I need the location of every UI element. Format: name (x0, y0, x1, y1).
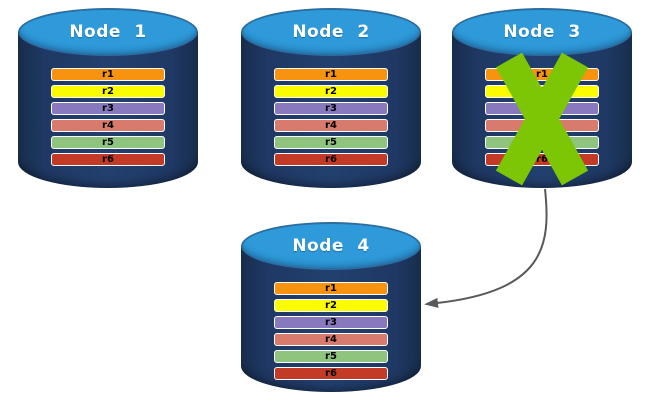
replica-label: r5 (102, 136, 114, 148)
replica-row: r1 (274, 68, 388, 81)
replica-label: r4 (325, 119, 337, 131)
replica-row: r1 (51, 68, 165, 81)
replica-label: r6 (102, 153, 114, 165)
replica-label: r2 (325, 299, 337, 311)
cylinder-top: Node 1 (18, 8, 198, 56)
replica-row: r2 (51, 85, 165, 98)
replica-row: r4 (274, 119, 388, 132)
node-label: Node 2 (292, 22, 370, 42)
replica-label: r6 (536, 153, 548, 165)
cylinder-top: Node 3 (452, 8, 632, 56)
replica-row: r6 (274, 367, 388, 380)
failure-x-icon (495, 52, 589, 186)
replica-label: r2 (325, 85, 337, 97)
replica-row: r4 (274, 333, 388, 346)
node-label: Node 1 (69, 22, 147, 42)
replica-label: r1 (536, 68, 548, 80)
failover-arrow-path (424, 188, 548, 308)
replica-row: r5 (274, 136, 388, 149)
replica-row: r6 (51, 153, 165, 166)
replica-label: r1 (325, 282, 337, 294)
replica-label: r4 (325, 333, 337, 345)
replica-label: r4 (102, 119, 114, 131)
cylinder-top: Node 2 (241, 8, 421, 56)
replica-row: r1 (274, 282, 388, 295)
replica-list: r1 r2 r3 r4 r5 r6 (51, 68, 165, 166)
replica-row: r3 (51, 102, 165, 115)
replica-row: r6 (274, 153, 388, 166)
replica-label: r2 (102, 85, 114, 97)
replica-row: r3 (274, 316, 388, 329)
replica-label: r1 (325, 68, 337, 80)
node-1-cylinder: Node 1 r1 r2 r3 r4 r5 r6 (18, 8, 198, 188)
replica-label: r5 (325, 350, 337, 362)
node-2-cylinder: Node 2 r1 r2 r3 r4 r5 r6 (241, 8, 421, 188)
replica-label: r3 (325, 102, 337, 114)
replica-label: r6 (325, 153, 337, 165)
replica-row: r2 (274, 299, 388, 312)
node-label: Node 3 (503, 22, 581, 42)
node-3-cylinder: Node 3 r1 r2 r3 r4 r5 r6 (452, 8, 632, 188)
replica-label: r5 (325, 136, 337, 148)
node-4-cylinder: Node 4 r1 r2 r3 r4 r5 r6 (241, 222, 421, 392)
replica-list: r1 r2 r3 r4 r5 r6 (274, 282, 388, 380)
replica-label: r6 (325, 367, 337, 379)
replica-row: r5 (274, 350, 388, 363)
cylinder-top: Node 4 (241, 222, 421, 270)
replica-row: r4 (51, 119, 165, 132)
replica-label: r3 (102, 102, 114, 114)
node-label: Node 4 (292, 236, 370, 256)
replica-row: r2 (274, 85, 388, 98)
replica-row: r3 (274, 102, 388, 115)
replica-list: r1 r2 r3 r4 r5 r6 (274, 68, 388, 166)
replica-row: r5 (51, 136, 165, 149)
replica-label: r3 (325, 316, 337, 328)
replica-label: r1 (102, 68, 114, 80)
